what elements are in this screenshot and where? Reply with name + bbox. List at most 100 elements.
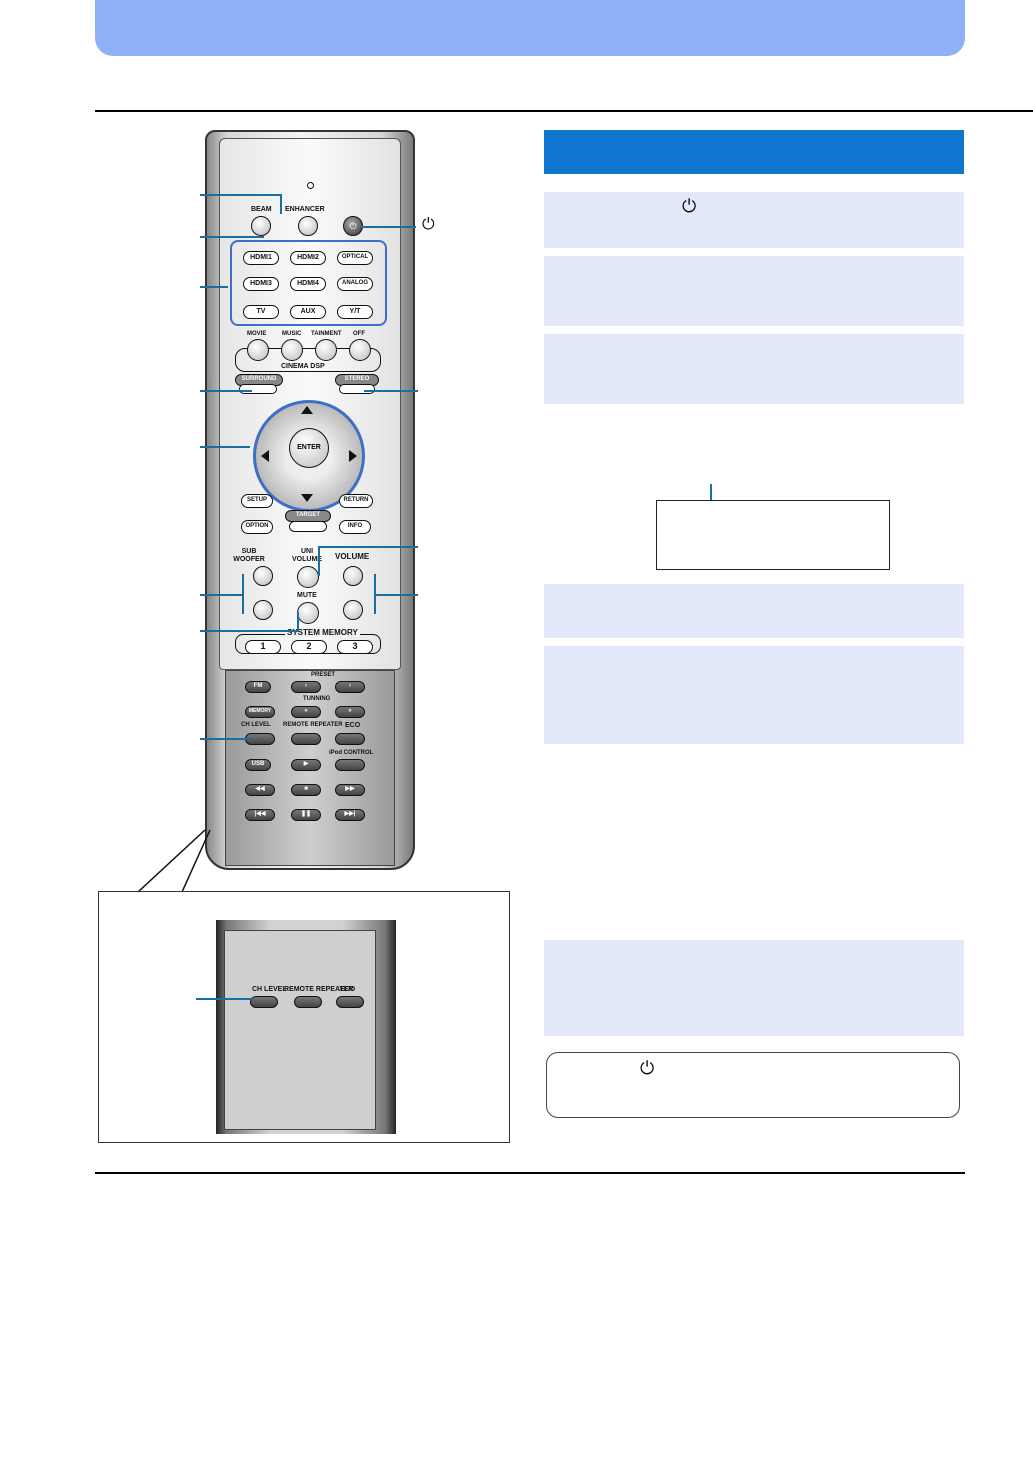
surround-button[interactable] (239, 384, 277, 394)
fm-button[interactable]: FM (245, 681, 271, 693)
display-panel (656, 500, 890, 570)
ipod-control-button[interactable] (335, 759, 365, 771)
preset-prev-button[interactable]: ‹ (291, 681, 321, 693)
zoom-remote-repeater-label: REMOTE REPEATER (284, 986, 354, 993)
top-rule (95, 110, 1033, 112)
beam-button[interactable] (251, 216, 271, 236)
callout-line-power (360, 226, 416, 228)
subwoofer-plus-button[interactable] (253, 566, 273, 586)
info-button[interactable]: INFO (339, 520, 371, 534)
callout-line-1 (200, 194, 280, 196)
cinema-dsp-label: CINEMA DSP (281, 363, 325, 370)
callout-line-4 (200, 390, 252, 392)
optical-button[interactable]: OPTICAL (337, 251, 373, 265)
stereo-button[interactable] (339, 384, 375, 394)
tunning-down-button[interactable]: « (291, 706, 321, 718)
dsp-music-button[interactable] (281, 339, 303, 361)
target-button[interactable] (289, 521, 327, 532)
enter-button[interactable]: ENTER (289, 428, 329, 468)
hdmi4-button[interactable]: HDMI4 (290, 277, 326, 291)
yt-button[interactable]: Y/T (337, 305, 373, 319)
memory-3-button[interactable]: 3 (337, 640, 373, 654)
hdmi1-button[interactable]: HDMI1 (243, 251, 279, 265)
memory-1-button[interactable]: 1 (245, 640, 281, 654)
beam-label: BEAM (251, 206, 272, 213)
enhancer-label: ENHANCER (285, 206, 325, 213)
zoom-remote-repeater-button[interactable] (294, 996, 322, 1008)
usb-button[interactable]: USB (245, 759, 271, 771)
remote-repeater-button[interactable] (291, 733, 321, 745)
dsp-label-movie: MOVIE (247, 331, 267, 337)
zoom-ch-level-button[interactable] (250, 996, 278, 1008)
step-box-4 (544, 584, 964, 638)
ir-led (307, 182, 314, 189)
preset-label: PRESET (311, 672, 336, 678)
note-box (546, 1052, 960, 1118)
callout-line-univolume-drop (318, 546, 320, 576)
dsp-group-frame (235, 348, 381, 372)
eco-label: ECO (345, 722, 361, 729)
play-button[interactable]: ▶ (291, 759, 321, 771)
step-box-5 (544, 646, 964, 744)
zoom-ch-level-label: CH LEVEL (252, 986, 287, 993)
eco-button[interactable] (335, 733, 365, 745)
step-box-3 (544, 334, 964, 404)
uni-volume-button[interactable] (297, 566, 319, 588)
option-button[interactable]: OPTION (241, 520, 273, 534)
callout-line-5 (200, 446, 250, 448)
fast-forward-button[interactable]: ▶▶ (335, 784, 365, 796)
mute-button[interactable] (297, 602, 319, 624)
zoom-wedge (137, 829, 211, 893)
ipod-control-label: iPod CONTROL (329, 750, 374, 756)
subwoofer-minus-button[interactable] (253, 600, 273, 620)
dpad-left[interactable] (261, 450, 269, 462)
callout-line-7-rise (297, 612, 299, 632)
tunning-up-button[interactable]: » (335, 706, 365, 718)
zoom-eco-button[interactable] (336, 996, 364, 1008)
return-button[interactable]: RETURN (339, 494, 373, 508)
aux-button[interactable]: AUX (290, 305, 326, 319)
bottom-rule (95, 1172, 965, 1174)
callout-line-7 (200, 630, 298, 632)
callout-line-stereo (364, 390, 418, 392)
callout-line-univolume (318, 546, 418, 548)
volume-minus-button[interactable] (343, 600, 363, 620)
dsp-off-button[interactable] (349, 339, 371, 361)
step-box-2 (544, 256, 964, 326)
subwoofer-label: SUB WOOFER (233, 548, 265, 563)
system-memory-label: SYSTEM MEMORY (285, 628, 360, 637)
callout-line-3 (200, 286, 228, 288)
hdmi2-button[interactable]: HDMI2 (290, 251, 326, 265)
memory-2-button[interactable]: 2 (291, 640, 327, 654)
dsp-movie-button[interactable] (247, 339, 269, 361)
zoom-callout-line (196, 998, 252, 1000)
zoom-eco-label: ECO (340, 986, 356, 993)
section-header (544, 130, 964, 174)
step-1-power-icon: ⏻ (682, 196, 697, 216)
rewind-button[interactable]: ◀◀ (245, 784, 275, 796)
dpad-down[interactable] (301, 494, 313, 502)
volume-plus-button[interactable] (343, 566, 363, 586)
dpad-up[interactable] (301, 406, 313, 414)
ch-level-label: CH LEVEL (241, 722, 271, 728)
preset-next-button[interactable]: › (335, 681, 365, 693)
skip-back-button[interactable]: |◀◀ (245, 809, 275, 821)
setup-button[interactable]: SETUP (241, 494, 273, 508)
dsp-tainment-button[interactable] (315, 339, 337, 361)
callout-line-6 (200, 594, 242, 596)
callout-line-2 (200, 236, 264, 238)
analog-button[interactable]: ANALOG (337, 277, 373, 291)
dsp-label-tainment: TAINMENT (311, 331, 342, 337)
memory-button[interactable]: MEMORY (245, 706, 275, 718)
step-box-6 (544, 940, 964, 1036)
hdmi3-button[interactable]: HDMI3 (243, 277, 279, 291)
pause-button[interactable]: ❚❚ (291, 809, 321, 821)
dsp-label-music: MUSIC (282, 331, 302, 337)
dpad-right[interactable] (349, 450, 357, 462)
skip-forward-button[interactable]: ▶▶| (335, 809, 365, 821)
dsp-label-off: OFF (353, 331, 365, 337)
enhancer-button[interactable] (298, 216, 318, 236)
mute-label: MUTE (297, 592, 317, 599)
tv-button[interactable]: TV (243, 305, 279, 319)
stop-button[interactable]: ■ (291, 784, 321, 796)
